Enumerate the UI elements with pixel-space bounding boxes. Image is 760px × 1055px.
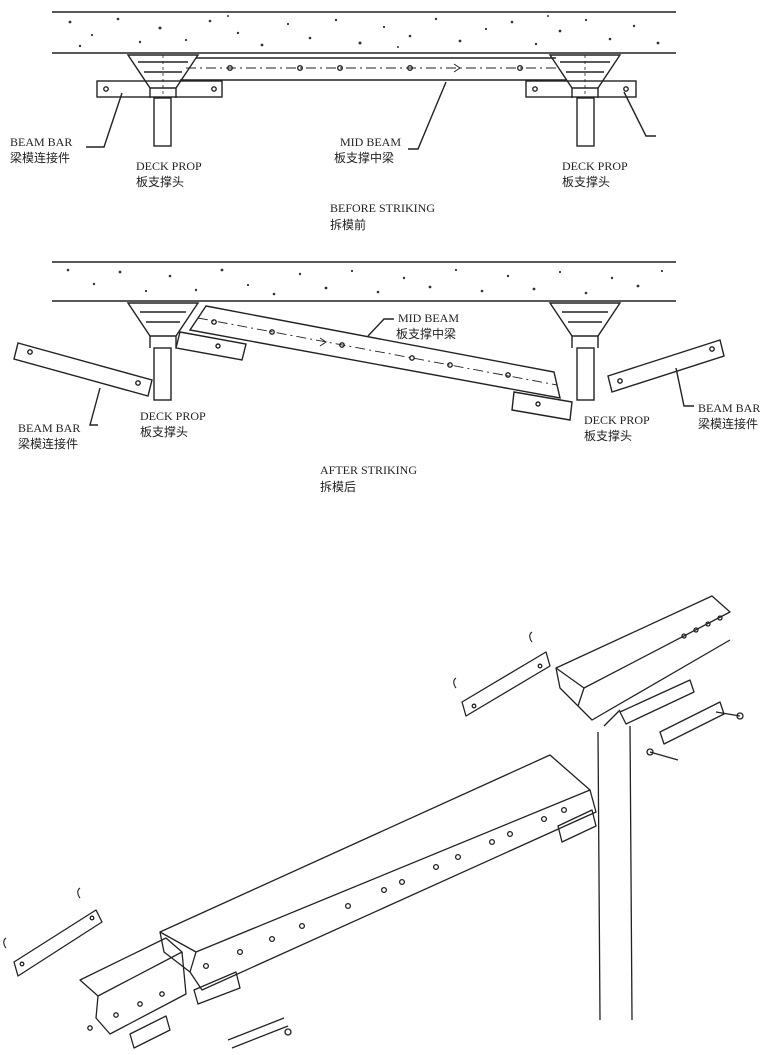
deck-prop-post-right [576,97,595,147]
deck-prop-head-left [126,54,200,98]
concrete-slab-top [52,11,676,54]
leader-beam-bar-left [86,92,123,148]
label-deck-prop-right-after: DECK PROP [584,413,650,427]
iso-beam-bar-lower [3,887,103,977]
mid-beam-before [180,57,566,81]
iso-beam-bar-upper [453,631,551,717]
beam-bar-right-fallen [607,339,725,393]
concrete-slab-middle [52,261,676,302]
deck-prop-head-left-after [126,302,200,348]
label-deck-prop-left-before-zh: 板支撑头 [136,174,184,189]
label-beam-bar-right-after: BEAM BAR [698,401,760,415]
deck-prop-post-left-after [153,347,172,401]
beam-bar-left [96,80,223,98]
leader-beam-bar-left-after [89,387,101,426]
label-deck-prop-left-before: DECK PROP [136,159,202,173]
label-beam-bar-left-after-zh: 梁模连接件 [18,436,78,451]
label-mid-beam-before: MID BEAM [340,135,401,149]
caption-after-striking-zh: 拆模后 [320,479,356,494]
label-deck-prop-right-before: DECK PROP [562,159,628,173]
before-labels: BEAM BAR 梁模连接件 MID BEAM 板支撑中梁 DECK PROP … [10,135,628,232]
label-deck-prop-right-after-zh: 板支撑头 [584,428,632,443]
label-mid-beam-before-zh: 板支撑中梁 [334,150,394,165]
beam-bar-left-fallen [13,342,153,397]
label-mid-beam-after-zh: 板支撑中梁 [396,326,456,341]
label-deck-prop-left-after-zh: 板支撑头 [140,424,188,439]
iso-vertical-prop [597,709,633,1021]
after-labels: MID BEAM 板支撑中梁 BEAM BAR 梁模连接件 DECK PROP … [18,311,760,494]
iso-lower-left-beam [79,937,187,1049]
after-striking-section [13,261,725,426]
isometric-assembly-view [3,595,744,1049]
caption-before-striking: BEFORE STRIKING [330,201,435,215]
slab-aggregate-dots-middle [66,268,664,296]
iso-prop-head-bracket [619,679,744,761]
deck-prop-head-right [548,54,622,98]
leader-beam-bar-right-after [675,367,694,407]
label-deck-prop-left-after: DECK PROP [140,409,206,423]
beam-bar-right [525,80,637,98]
deck-prop-head-right-after [548,302,622,348]
deck-prop-post-left [153,97,172,147]
label-mid-beam-after: MID BEAM [398,311,459,325]
iso-upper-beam [555,595,731,721]
iso-bolt-lower [227,1017,292,1049]
leader-mid-beam [408,81,447,150]
leader-mid-beam-after [367,318,394,337]
caption-after-striking: AFTER STRIKING [320,463,417,477]
leader-beam-bar-right [623,91,656,137]
slab-aggregate-dots-top [68,15,660,48]
before-striking-section [52,11,676,150]
label-beam-bar-left-after: BEAM BAR [18,421,80,435]
label-beam-bar-right-after-zh: 梁模连接件 [698,416,758,431]
deck-prop-post-right-after [576,347,595,401]
iso-main-beam [159,754,597,1005]
label-beam-bar-left-before-zh: 梁模连接件 [10,150,70,165]
caption-before-striking-zh: 拆模前 [330,217,366,232]
label-beam-bar-left-before: BEAM BAR [10,135,72,149]
label-deck-prop-right-before-zh: 板支撑头 [562,174,610,189]
mid-beam-after-dropped [175,305,573,421]
